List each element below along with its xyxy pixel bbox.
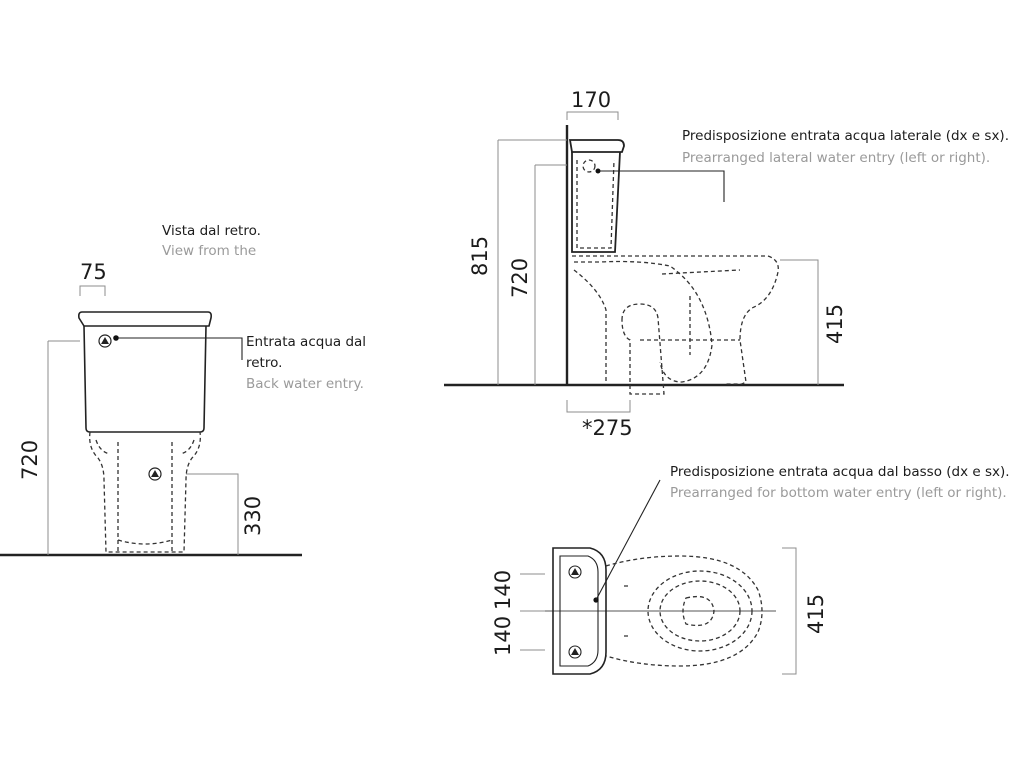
top-dim-length-line <box>782 547 797 675</box>
bottom-water-inlet-icon <box>148 467 162 481</box>
side-dim-tank-height-line <box>534 164 567 385</box>
top-water-inlet-lower-arrow-icon <box>571 648 579 655</box>
top-dim-length: 415 <box>804 593 828 634</box>
top-view-rim-inner <box>659 580 741 642</box>
back-dim-height-line <box>47 340 80 555</box>
top-view-rim-outer <box>647 570 753 652</box>
top-dim-ticks <box>520 573 545 651</box>
bottom-water-inlet-arrow-icon <box>151 470 159 477</box>
lateral-water-label-it: Predisposizione entrata acqua laterale (… <box>682 128 1009 144</box>
back-water-inlet-arrow-icon <box>101 337 109 344</box>
back-water-label-en: Back water entry. <box>246 376 364 392</box>
top-view-tank-inner <box>559 555 599 667</box>
back-view-pedestal-inner <box>117 442 173 552</box>
back-view-pedestal-shoulders <box>95 439 195 455</box>
side-view-tank-lid <box>568 139 625 153</box>
back-water-leader-line <box>118 337 243 360</box>
side-dim-tank-depth: 170 <box>571 88 612 112</box>
back-dim-height: 720 <box>18 439 42 480</box>
side-dim-outlet: *275 <box>582 416 633 440</box>
top-water-leader-line <box>595 479 661 601</box>
side-view-outlet <box>621 303 665 395</box>
top-view-bowl-outline <box>605 555 763 667</box>
lateral-water-inlet-dot-icon <box>595 168 601 174</box>
lateral-water-leader-line <box>600 170 725 202</box>
bottom-water-label-it: Predisposizione entrata acqua dal basso … <box>670 464 1010 480</box>
lateral-water-inlet-icon <box>582 159 596 173</box>
top-dim-lower: 140 <box>491 615 515 656</box>
back-view-tank-body <box>83 325 207 433</box>
side-view-rim <box>661 269 741 275</box>
back-view-title-it: Vista dal retro. <box>162 223 261 239</box>
back-view-tank-lid <box>78 311 212 327</box>
side-view-pedestal-front <box>573 269 607 382</box>
top-water-inlet-upper-arrow-icon <box>571 568 579 575</box>
side-view-tank-inner <box>576 159 615 249</box>
back-water-label-it-2: retro. <box>246 355 283 371</box>
back-dim-width-line <box>79 285 106 296</box>
top-water-inlet-lower-icon <box>568 645 582 659</box>
side-dim-bowl-height-line <box>780 259 819 385</box>
back-dim-inlet: 330 <box>241 495 265 536</box>
side-dim-tank-depth-line <box>566 111 619 120</box>
back-view-pedestal-base <box>117 539 173 545</box>
side-view-drawing <box>444 111 844 413</box>
back-dim-inlet-line <box>186 473 239 555</box>
top-dim-upper: 140 <box>491 569 515 610</box>
top-water-inlet-upper-icon <box>568 565 582 579</box>
back-water-label-it-1: Entrata acqua dal <box>246 334 367 350</box>
side-view-bowl-inner <box>574 260 713 383</box>
back-water-inlet-dot-icon <box>113 335 119 341</box>
side-view-tank-body <box>571 151 621 253</box>
side-view-bowl-outline <box>572 255 779 385</box>
lateral-water-label-en: Prearranged lateral water entry (left or… <box>682 150 991 166</box>
top-view-drain <box>682 595 715 627</box>
side-dim-outlet-line <box>566 400 631 413</box>
back-view-pedestal <box>89 431 201 553</box>
side-dim-total-height: 815 <box>468 235 492 276</box>
side-dim-tank-height: 720 <box>508 257 532 298</box>
top-view-drawing <box>520 479 797 675</box>
back-water-inlet-icon <box>98 334 112 348</box>
top-view-tank-outer <box>552 547 607 675</box>
side-dim-total-height-line <box>497 139 567 385</box>
back-view-title-en: View from the <box>162 243 257 259</box>
top-view-fixing-holes <box>624 585 628 637</box>
back-dim-width: 75 <box>80 260 107 284</box>
back-view-drawing <box>0 285 302 557</box>
side-dim-bowl-height: 415 <box>823 303 847 344</box>
bottom-water-label-en: Prearranged for bottom water entry (left… <box>670 485 1007 501</box>
